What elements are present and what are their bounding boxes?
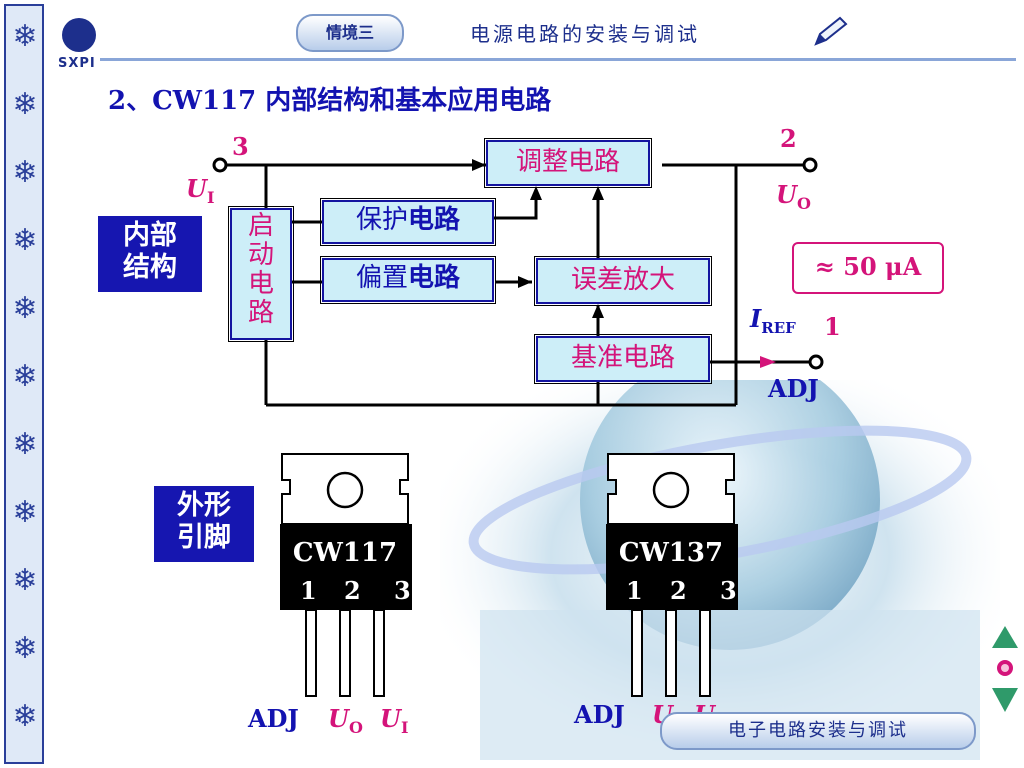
bias-label-b: 电路 — [408, 263, 461, 293]
startup-circuit-block: 启 动 电 路 — [228, 206, 294, 342]
arrow-up-icon[interactable] — [992, 626, 1018, 648]
chip-pin-number: 1 — [300, 576, 317, 605]
label-main: U — [186, 174, 207, 203]
label-sub: O — [796, 193, 811, 213]
school-logo-icon — [62, 18, 96, 52]
header-title: 电源电路的安装与调试 — [470, 22, 700, 46]
reference-current-label: IREF — [750, 304, 796, 337]
adjust-circuit-block: 调整电路 — [484, 138, 652, 188]
startup-char: 启 — [247, 211, 274, 241]
snowflake-icon: ❄ — [12, 495, 38, 530]
snowflake-icon: ❄ — [12, 631, 38, 666]
bias-label-a: 偏置 — [355, 263, 408, 293]
label-main: U — [328, 704, 349, 733]
tag-line: 结构 — [123, 252, 177, 283]
course-footer-badge: 电子电路安装与调试 — [660, 712, 976, 750]
chip-pin-label: ADJ — [574, 700, 625, 729]
slide-navigation — [992, 626, 1018, 712]
output-voltage-label: UO — [776, 180, 811, 213]
protect-label-b: 电路 — [408, 205, 461, 235]
startup-char: 电 — [247, 269, 274, 299]
output-terminal — [802, 157, 818, 173]
chip-pin-label: UO — [328, 704, 363, 737]
snowflake-icon: ❄ — [12, 291, 38, 326]
label-main: U — [776, 180, 797, 209]
snowflake-icon: ❄ — [12, 563, 38, 598]
current-callout: ≈ 50 μA — [792, 242, 944, 294]
output-pin-number: 2 — [780, 124, 797, 153]
snowflake-icon: ❄ — [12, 359, 38, 394]
chip-pin-label: UI — [380, 704, 408, 737]
snowflake-icon: ❄ — [12, 699, 38, 734]
pencil-icon — [814, 16, 848, 46]
input-pin-number: 3 — [232, 132, 249, 161]
protect-label-a: 保护 — [355, 205, 408, 235]
error-amplifier-block: 误差放大 — [534, 256, 712, 306]
internal-structure-tag: 内部 结构 — [98, 216, 202, 292]
label-sub: O — [348, 717, 363, 737]
adj-terminal — [808, 354, 824, 370]
label-sub: I — [206, 187, 215, 207]
arrow-down-icon[interactable] — [992, 688, 1018, 712]
dot-icon[interactable] — [997, 660, 1013, 676]
snowflake-icon: ❄ — [12, 223, 38, 258]
bias-circuit-block: 偏置电路 — [320, 256, 496, 304]
startup-char: 路 — [247, 298, 274, 328]
snowflake-icon: ❄ — [12, 155, 38, 190]
section-title: 2、CW117 内部结构和基本应用电路 — [108, 86, 552, 116]
label-main: I — [750, 304, 762, 333]
chip-name: CW137 — [618, 538, 724, 568]
chip-pin-number: 3 — [720, 576, 737, 605]
snowflake-icon: ❄ — [12, 19, 38, 54]
header-divider — [100, 58, 1016, 61]
adj-label: ADJ — [768, 374, 819, 403]
adj-pin-number: 1 — [824, 312, 841, 341]
snowflake-strip: ❄ ❄ ❄ ❄ ❄ ❄ ❄ ❄ ❄ ❄ ❄ — [4, 4, 44, 764]
scene-badge: 情境三 — [296, 14, 404, 52]
input-voltage-label: UI — [186, 174, 214, 207]
external-pinout-tag: 外形 引脚 — [154, 486, 254, 562]
label-sub: I — [400, 717, 409, 737]
startup-char: 动 — [247, 240, 274, 270]
chip-pin-number: 2 — [344, 576, 361, 605]
tag-line: 外形 — [177, 490, 231, 521]
snowflake-icon: ❄ — [12, 87, 38, 122]
tag-line: 引脚 — [177, 522, 231, 553]
reference-circuit-block: 基准电路 — [534, 334, 712, 384]
logo-text: SXPI — [58, 56, 96, 71]
tag-line: 内部 — [123, 220, 177, 251]
chip-name: CW117 — [292, 538, 398, 568]
label-sub: REF — [761, 318, 796, 337]
internal-wiring — [212, 157, 824, 407]
chip-pin-number: 1 — [626, 576, 643, 605]
chip-pin-number: 2 — [670, 576, 687, 605]
input-terminal — [212, 157, 228, 173]
snowflake-icon: ❄ — [12, 427, 38, 462]
chip-pin-label: ADJ — [248, 704, 299, 733]
label-main: U — [380, 704, 401, 733]
protect-circuit-block: 保护电路 — [320, 198, 496, 246]
chip-cw117-package — [280, 453, 412, 697]
chip-cw137-package — [606, 453, 738, 697]
chip-pin-number: 3 — [394, 576, 411, 605]
